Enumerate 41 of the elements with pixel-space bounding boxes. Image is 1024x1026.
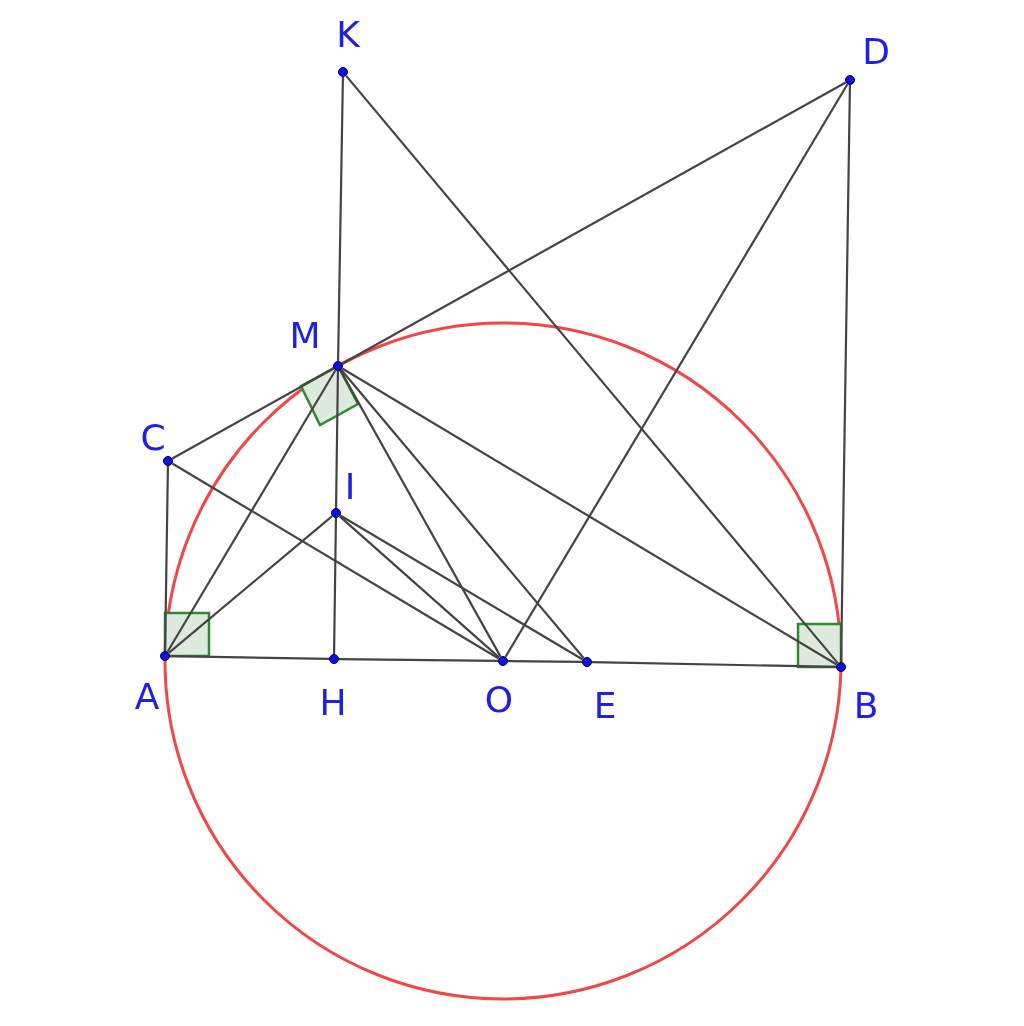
line-segment — [171, 462, 500, 660]
line-segment — [840, 85, 851, 662]
point-label: I — [344, 469, 356, 505]
line-segment — [164, 466, 169, 651]
point-label: E — [593, 688, 617, 724]
point-dot — [582, 657, 592, 667]
line-segment — [339, 657, 498, 663]
point-label: O — [484, 682, 514, 718]
point-label: M — [289, 318, 321, 354]
point-dot — [498, 656, 508, 666]
line-segment — [341, 367, 838, 666]
point-dot — [331, 508, 341, 518]
line-segment — [168, 515, 333, 654]
line-segment — [339, 369, 502, 658]
point-dot — [160, 651, 170, 661]
line-segment — [171, 367, 335, 460]
point-label: B — [853, 688, 879, 724]
line-segment — [166, 369, 337, 653]
line-segment — [337, 77, 344, 361]
line-segment — [332, 518, 338, 654]
line-segment — [339, 515, 500, 659]
point-label: K — [336, 17, 360, 53]
point-label: D — [862, 34, 890, 70]
point-label: A — [134, 679, 160, 715]
line-segment — [341, 81, 847, 365]
point-label: H — [319, 685, 347, 721]
line-segment — [334, 371, 340, 508]
line-segment — [345, 75, 839, 664]
line-segment — [339, 514, 584, 661]
line-segment — [340, 369, 585, 659]
point-dot — [338, 67, 348, 77]
line-segment — [170, 655, 329, 660]
point-dot — [329, 654, 339, 664]
line-segment — [504, 83, 849, 658]
line-segment — [591, 661, 837, 668]
point-dot — [845, 75, 855, 85]
point-dot — [333, 361, 343, 371]
point-label: C — [140, 420, 166, 456]
point-dot — [836, 662, 846, 672]
point-dot — [163, 456, 173, 466]
line-segment — [508, 659, 582, 664]
